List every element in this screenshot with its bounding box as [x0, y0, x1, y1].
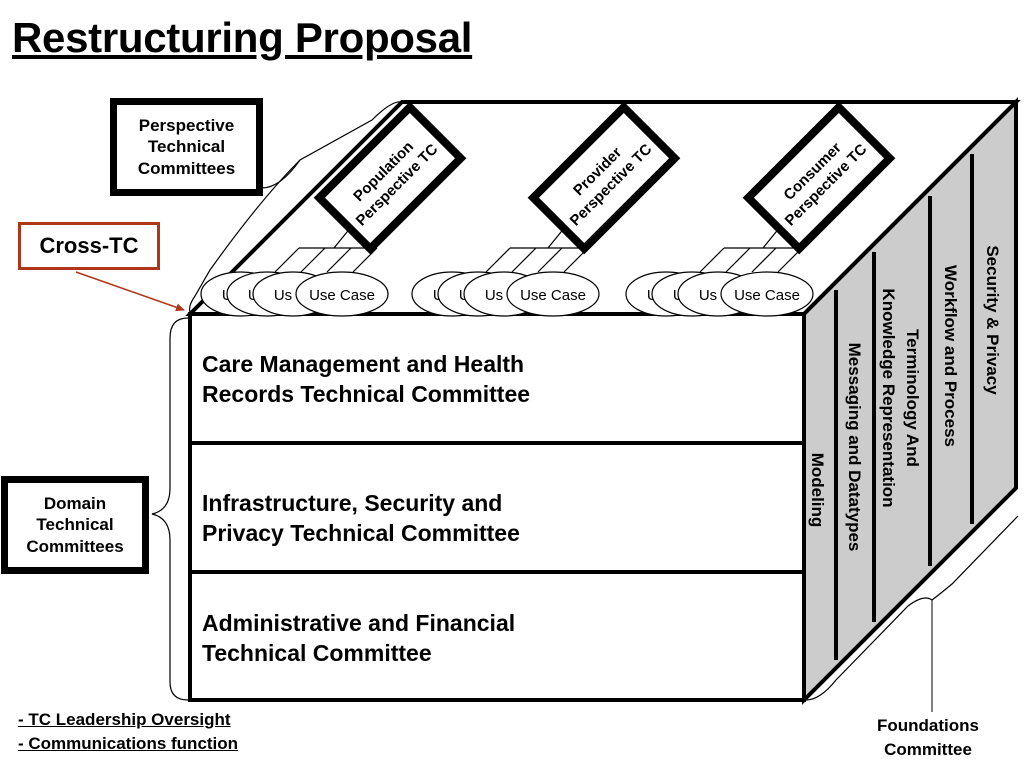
usecase-connector: [751, 247, 777, 273]
oversight-item: - Communications function: [18, 734, 239, 753]
svg-text:Terminology AndKnowledge Repre: Terminology AndKnowledge Representation: [879, 288, 922, 507]
domain-tc-infrastructure: Infrastructure, Security and Privacy Tec…: [202, 490, 520, 546]
perspective-tc-label: Perspective Technical Committees: [110, 98, 263, 196]
svg-text:Modeling: Modeling: [808, 453, 827, 528]
usecase-connector: [326, 247, 352, 273]
usecase-connector: [699, 247, 725, 273]
foundations-committee-label-text: Foundations Committee: [877, 716, 979, 759]
foundation-tc-label: Security & Privacy: [983, 245, 1002, 395]
perspective-tc-box: ProviderPerspective TC: [527, 101, 681, 255]
use-case-bubble: [506, 271, 600, 317]
use-case-label: Us: [699, 287, 717, 304]
cross-tc-label: Cross-TC: [18, 222, 160, 270]
usecase-connector: [537, 247, 563, 273]
cube-front-face: [188, 312, 806, 702]
oversight-notes: - TC Leadership Oversight - Communicatio…: [18, 708, 238, 756]
use-case-label: Us: [485, 287, 503, 304]
foundations-committee-label: Foundations Committee: [858, 714, 998, 762]
oversight-item: - TC Leadership Oversight: [18, 710, 231, 729]
foundation-tc-label: Terminology AndKnowledge Representation: [879, 288, 922, 507]
foundation-tc-label: Messaging and Datatypes: [845, 343, 864, 552]
svg-text:Security & Privacy: Security & Privacy: [983, 245, 1002, 395]
domain-tc-label-text: Domain Technical Committees: [26, 494, 124, 556]
use-case-label: Us: [274, 287, 292, 304]
perspective-brace-lower: [188, 159, 301, 313]
domain-brace: [151, 317, 189, 701]
usecase-connector: [274, 247, 300, 273]
foundation-tc-label: Workflow and Process: [941, 265, 960, 447]
usecase-connector: [352, 247, 378, 273]
use-case-bubble: [720, 271, 814, 317]
foundation-tc-label: Modeling: [808, 453, 827, 528]
svg-text:Messaging and Datatypes: Messaging and Datatypes: [845, 343, 864, 552]
domain-tc-administrative: Administrative and Financial Technical C…: [202, 610, 516, 666]
use-case-label: Use Case: [520, 287, 586, 304]
perspective-tc-label-text: Perspective Technical Committees: [137, 116, 236, 178]
domain-tc-care-management: Care Management and Health Records Techn…: [202, 351, 531, 407]
usecase-connector: [300, 247, 326, 273]
domain-tc-label: Domain Technical Committees: [1, 476, 149, 574]
foundations-brace: [805, 515, 1019, 701]
use-case-label: Use Case: [309, 287, 375, 304]
svg-text:Workflow and Process: Workflow and Process: [941, 265, 960, 447]
usecase-connector: [485, 247, 511, 273]
usecase-connector: [725, 247, 751, 273]
page-title: Restructuring Proposal: [12, 14, 473, 61]
cross-tc-label-text: Cross-TC: [39, 233, 139, 259]
perspective-brace: [261, 101, 403, 189]
cross-tc-arrow: [75, 271, 185, 312]
use-case-label: Use Case: [734, 287, 800, 304]
use-case-bubble: [295, 271, 389, 317]
usecase-connector: [511, 247, 537, 273]
